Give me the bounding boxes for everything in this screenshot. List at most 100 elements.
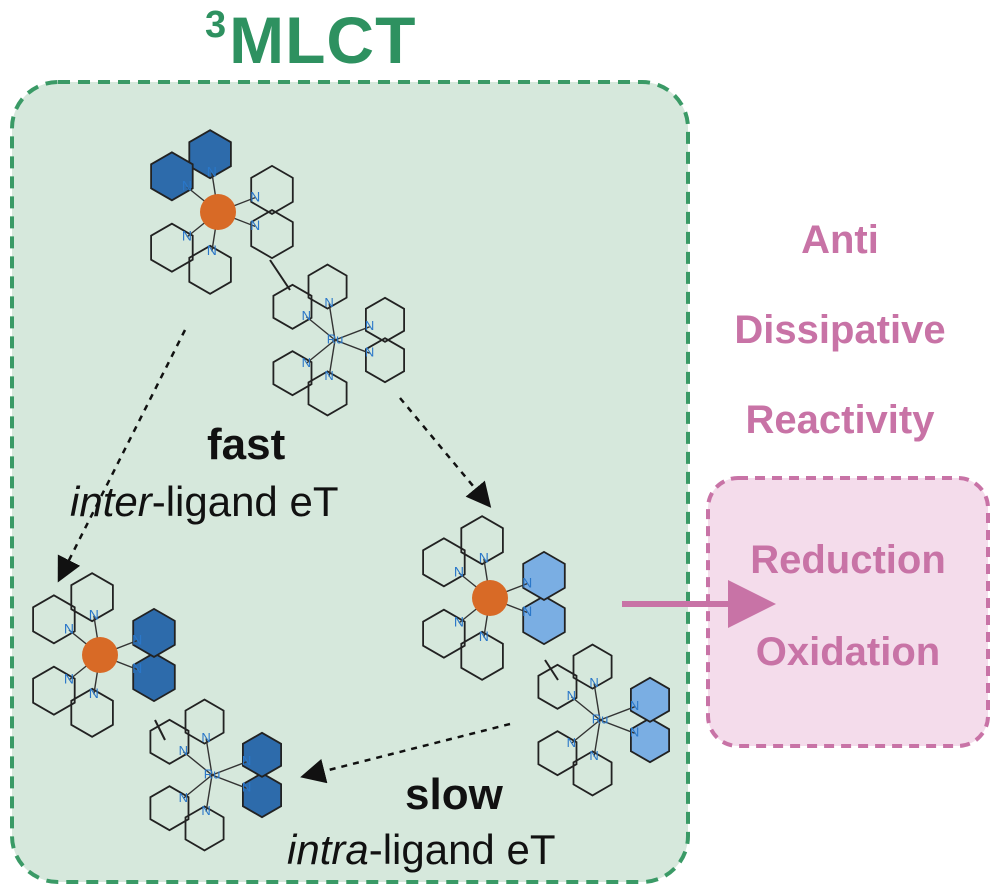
diagram-title: 3MLCT (205, 2, 416, 78)
inter-prefix: inter (70, 478, 152, 525)
inter-suffix: -ligand eT (151, 478, 339, 525)
right-excited-ligand-1-ring-a (522, 595, 566, 646)
left-ground-ligand-1-bond-b (211, 761, 247, 776)
left-ground-ligand-1-ring-b (241, 731, 283, 778)
right-ground-ligand-1-ring-a (630, 717, 670, 764)
right-ground-ligand-1-bond-b (599, 706, 635, 721)
top-excited-metal-center (200, 194, 236, 230)
mlct-state-box (10, 80, 690, 884)
top-ground-ligand-0-n-b: N (302, 308, 311, 323)
reactivity-outcome-box (706, 476, 990, 748)
inter-ligand-label: inter-ligand eT (70, 478, 338, 526)
left-ground-ligand-0-ring-b (149, 718, 190, 765)
title-superscript: 3 (205, 4, 228, 46)
side-text-dissipative: Dissipative (734, 308, 946, 352)
left-excited-ligand-0-ring-a (70, 572, 114, 623)
left-excited-ligand-2-n-b: N (89, 685, 99, 701)
top-bridge (269, 259, 291, 291)
left-ground-ligand-2-n-a: N (179, 790, 188, 805)
top-excited-ligand-1-n-a: N (250, 217, 260, 233)
top-ground-ligand-1-bond-a (334, 339, 370, 354)
left-ground-ligand-0-ring-a (184, 698, 225, 745)
right-bridge (544, 659, 559, 681)
right-ground-ligand-0-n-a: N (589, 675, 598, 690)
right-excited-ligand-0-n-b: N (454, 564, 464, 580)
left-excited-ligand-2-ring-b (70, 687, 114, 738)
left-ground-ligand-1-ring-a (241, 772, 283, 819)
left-ground-ligand-2-ring-a (149, 785, 190, 832)
top-excited-ligand-2-ring-b (188, 244, 232, 295)
top-excited-ligand-2-ring-a (150, 222, 194, 273)
top-ground-ligand-2-ring-a (272, 350, 313, 397)
top-ground-ligand-0-bond-a (328, 303, 336, 341)
left-excited-ligand-2-n-a: N (64, 671, 74, 687)
right-ground-ligand-1-n-b: N (630, 698, 639, 713)
top-excited-ligand-1-n-b: N (250, 188, 260, 204)
right-excited-ligand-2-n-b: N (479, 628, 489, 644)
top-ground-ligand-1-bond-b (334, 326, 370, 341)
top-ground-ligand-1-n-a: N (365, 345, 374, 360)
intra-ligand-label: intra-ligand eT (287, 826, 555, 874)
top-excited-ligand-1-ring-b (250, 164, 294, 215)
title-text: MLCT (229, 3, 417, 77)
slow-label: slow (405, 770, 503, 819)
left-excited-ligand-1-n-a: N (132, 660, 142, 676)
top-ground-ligand-1-ring-b (364, 296, 406, 343)
top-excited-ligand-0-n-a: N (207, 163, 217, 179)
right-excited-ligand-1-n-a: N (522, 603, 532, 619)
top-excited-ligand-0-ring-a (188, 129, 232, 180)
left-ground-metal-label: Ru (204, 766, 221, 781)
left-excited-metal-center (82, 637, 118, 673)
side-text-reactivity: Reactivity (745, 398, 935, 442)
left-ground-ligand-0-bond-a (205, 738, 213, 776)
fast-label: fast (207, 420, 286, 469)
right-ground-ligand-2-n-b: N (589, 748, 598, 763)
left-excited-ligand-1-ring-b (132, 607, 176, 658)
left-excited-ligand-1-n-b: N (132, 631, 142, 647)
right-excited-metal-center (472, 580, 508, 616)
left-ground-ligand-1-bond-a (211, 774, 247, 789)
left-ground-ligand-0-n-b: N (179, 743, 188, 758)
left-ground-ligand-2-ring-b (184, 805, 225, 852)
top-ground-ligand-0-ring-a (307, 263, 348, 310)
outcome-oxidation: Oxidation (755, 630, 941, 674)
top-ground-ligand-2-bond-b (328, 339, 336, 377)
right-ground-metal-label: Ru (592, 711, 609, 726)
right-excited-ligand-1-ring-b (522, 550, 566, 601)
left-ground-ligand-1-n-b: N (242, 753, 251, 768)
right-excited-ligand-0-ring-b (422, 537, 466, 588)
top-ground-ligand-2-ring-b (307, 370, 348, 417)
left-bridge (154, 719, 166, 741)
intra-prefix: intra (287, 826, 369, 873)
left-ground-ligand-0-bond-b (182, 751, 213, 776)
top-excited-ligand-0-ring-b (150, 151, 194, 202)
top-excited-ligand-0-n-b: N (182, 178, 192, 194)
top-ground-ligand-0-n-a: N (324, 295, 333, 310)
right-excited-ligand-0-n-a: N (479, 549, 489, 565)
right-ground-ligand-1-n-a: N (630, 725, 639, 740)
top-ground-ligand-0-ring-b (272, 283, 313, 330)
right-ground-ligand-0-ring-b (537, 663, 578, 710)
right-excited-ligand-2-n-a: N (454, 614, 464, 630)
right-ground-ligand-2-bond-b (593, 719, 601, 757)
right-ground-ligand-0-bond-a (593, 683, 601, 721)
right-excited-ligand-1-n-b: N (522, 574, 532, 590)
outcome-reduction: Reduction (750, 538, 946, 582)
left-ground-ligand-0-n-a: N (201, 730, 210, 745)
molecules-layer: NNNNNNNNNNNNRuNNNNNNNNNNNNRuNNNNNNNNNNNN… (32, 129, 670, 852)
top-excited-ligand-2-n-b: N (207, 242, 217, 258)
left-ground-ligand-2-bond-b (205, 774, 213, 812)
right-ground-ligand-2-n-a: N (567, 735, 576, 750)
top-ground-ligand-1-ring-a (364, 337, 406, 384)
top-ground-ligand-2-bond-a (305, 339, 336, 364)
right-ground-ligand-0-bond-b (570, 696, 601, 721)
right-ground-ligand-2-ring-b (572, 750, 613, 797)
right-ground-ligand-1-bond-a (599, 719, 635, 734)
top-excited-ligand-2-n-a: N (182, 228, 192, 244)
right-excited-ligand-2-ring-b (460, 630, 504, 681)
right-excited-ligand-0-ring-a (460, 515, 504, 566)
top-ground-ligand-2-n-b: N (324, 368, 333, 383)
left-excited-ligand-0-n-b: N (64, 621, 74, 637)
